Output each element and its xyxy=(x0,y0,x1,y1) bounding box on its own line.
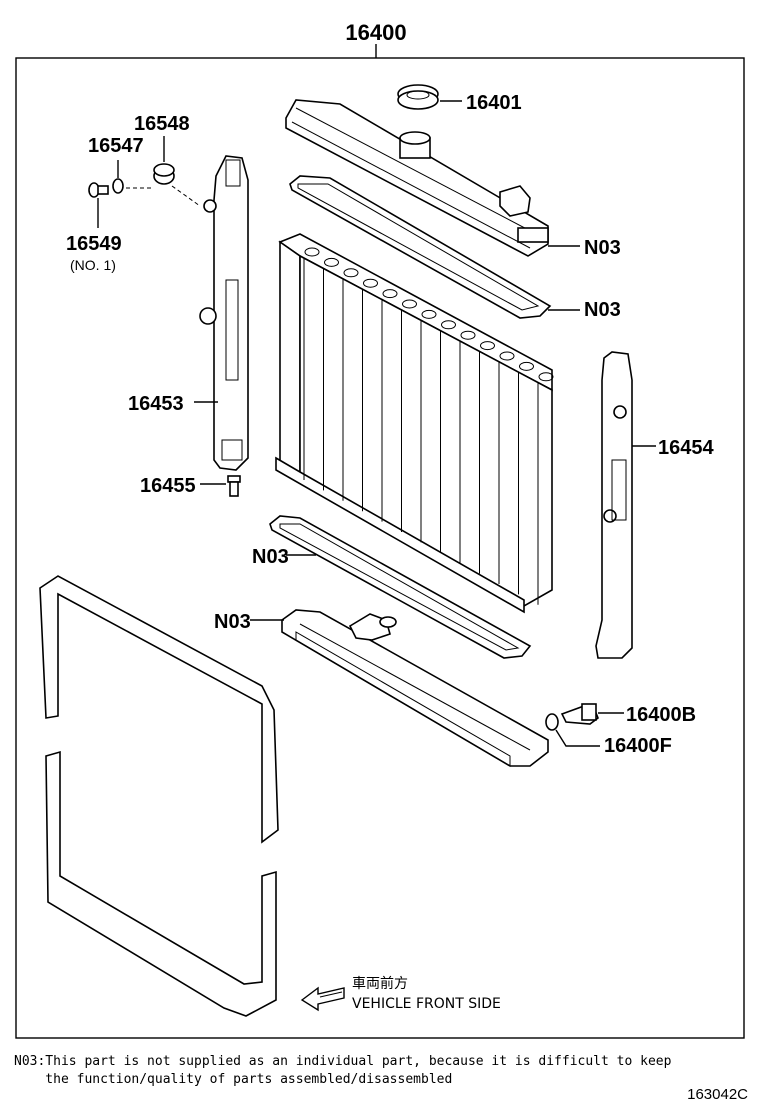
core-tube-end xyxy=(499,351,515,361)
core-tube-end xyxy=(304,247,320,257)
label-16547: 16547 xyxy=(88,135,144,157)
note-line-1: N03:This part is not supplied as an indi… xyxy=(14,1054,672,1069)
mount-washer xyxy=(112,178,124,194)
mount-dash-line xyxy=(126,185,201,207)
radiator-core[interactable] xyxy=(275,233,554,614)
core-tube-end xyxy=(538,372,554,382)
core-tube-end xyxy=(460,330,476,340)
label-16549-sub: (NO. 1) xyxy=(70,257,116,273)
front-direction-arrow-icon xyxy=(300,986,345,1012)
label-16549: 16549 xyxy=(66,233,122,255)
label-16453: 16453 xyxy=(128,393,184,415)
label-n03-c: N03 xyxy=(252,546,289,568)
drain-o-ring xyxy=(545,713,559,731)
core-tube-end xyxy=(382,289,398,299)
left-support-bracket[interactable] xyxy=(199,155,249,471)
label-16548: 16548 xyxy=(134,113,190,135)
core-tube-end xyxy=(343,268,359,278)
label-16400b: 16400B xyxy=(626,704,696,726)
figure-code: 163042C xyxy=(687,1086,748,1103)
core-fins xyxy=(303,247,554,605)
core-tube-end xyxy=(441,320,456,330)
mount-bolt[interactable] xyxy=(88,182,109,198)
mount-cushion[interactable] xyxy=(153,163,175,185)
label-16454: 16454 xyxy=(658,437,714,459)
core-tube-end xyxy=(519,361,534,371)
assembly-frame xyxy=(15,57,745,1039)
upper-gasket xyxy=(289,175,552,319)
core-tube-end xyxy=(402,299,417,309)
direction-label-en: VEHICLE FRONT SIDE xyxy=(352,996,501,1012)
right-support-bracket[interactable] xyxy=(595,351,633,659)
label-n03-d: N03 xyxy=(214,611,251,633)
note-line-2: the function/quality of parts assembled/… xyxy=(14,1072,453,1087)
assembly-part-number: 16400 xyxy=(345,20,406,45)
label-16401: 16401 xyxy=(466,92,522,114)
leader-16400f xyxy=(555,729,600,747)
bracket-bolt[interactable] xyxy=(227,475,241,497)
label-n03-b: N03 xyxy=(584,299,621,321)
upper-tank[interactable] xyxy=(285,99,549,257)
label-16400f: 16400F xyxy=(604,735,672,757)
direction-label-jp: 車両前方 xyxy=(352,975,408,992)
core-tube-end xyxy=(363,278,378,288)
label-16455: 16455 xyxy=(140,475,196,497)
drain-cock[interactable] xyxy=(560,703,599,725)
lower-gasket xyxy=(269,515,532,659)
lower-tank[interactable] xyxy=(281,609,549,767)
radiator-seal xyxy=(39,575,279,1017)
core-tube-end xyxy=(324,257,339,267)
core-tube-end xyxy=(480,341,495,351)
label-n03-a: N03 xyxy=(584,237,621,259)
radiator-cap[interactable] xyxy=(397,84,439,110)
core-tube-end xyxy=(421,309,437,319)
